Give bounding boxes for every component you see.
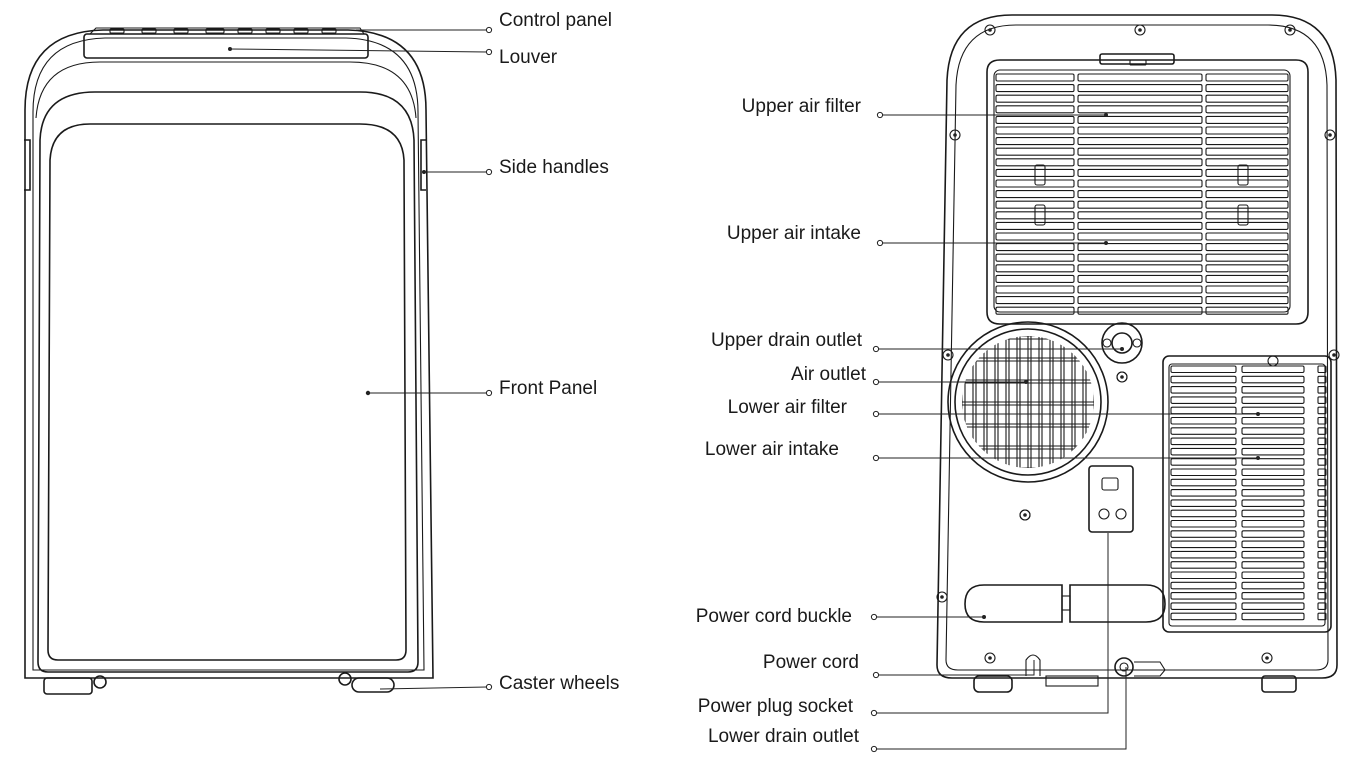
lower-drain-outlet <box>1114 657 1166 677</box>
label-lower-drain-outlet: Lower drain outlet <box>708 726 860 747</box>
label-air-outlet: Air outlet <box>791 364 867 385</box>
label-control-panel: Control panel <box>499 10 612 31</box>
rear-view-unit <box>936 14 1340 693</box>
rear-leaders <box>870 111 1260 753</box>
label-upper-drain-outlet: Upper drain outlet <box>711 330 863 351</box>
label-front-panel: Front Panel <box>499 378 597 399</box>
label-lower-air-filter: Lower air filter <box>728 397 848 418</box>
front-labels: Control panel Louver Side handles Front … <box>499 10 619 694</box>
lower-air-filter <box>1162 355 1332 633</box>
rear-labels: Upper air filter Upper air intake Upper … <box>696 96 867 747</box>
caster-wheels <box>43 672 395 695</box>
control-panel-buttons <box>109 28 337 34</box>
label-power-plug-socket: Power plug socket <box>698 696 854 717</box>
label-power-cord: Power cord <box>763 652 859 673</box>
upper-air-filter <box>986 59 1309 325</box>
label-louver: Louver <box>499 47 558 68</box>
label-power-cord-buckle: Power cord buckle <box>696 606 852 627</box>
label-lower-air-intake: Lower air intake <box>705 439 839 460</box>
side-handles <box>24 139 426 191</box>
front-view-unit <box>24 27 434 695</box>
label-upper-air-filter: Upper air filter <box>742 96 862 117</box>
upper-air-intake-grille <box>995 73 1289 315</box>
lower-air-intake-grille <box>1170 365 1327 621</box>
upper-drain-outlet <box>1101 322 1143 383</box>
front-panel <box>37 91 419 673</box>
louver <box>83 27 369 59</box>
power-plug-socket <box>1088 465 1134 533</box>
front-leaders <box>228 26 493 691</box>
label-upper-air-intake: Upper air intake <box>727 223 861 244</box>
label-caster-wheels: Caster wheels <box>499 673 619 694</box>
power-cord-buckle <box>964 584 1166 623</box>
screws <box>936 24 1340 664</box>
label-side-handles: Side handles <box>499 157 609 178</box>
